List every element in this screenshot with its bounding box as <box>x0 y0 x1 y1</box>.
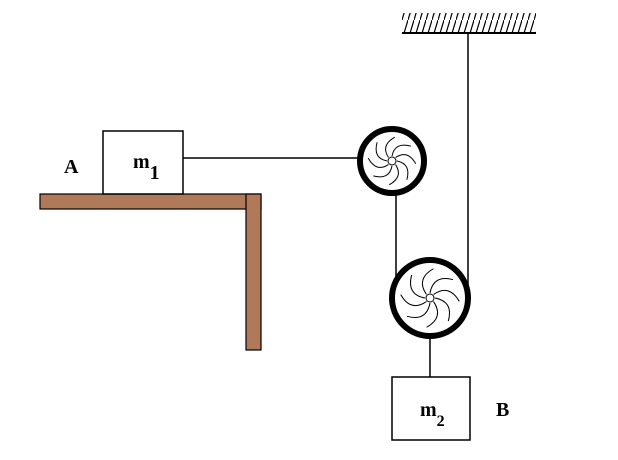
pulley-vane <box>367 158 389 168</box>
block-m1: m1 <box>102 130 184 195</box>
pulley-vane <box>391 144 411 157</box>
mass-2-subscript: 2 <box>437 413 445 430</box>
pulley-vane <box>373 165 393 178</box>
pulley-vane <box>426 301 439 328</box>
pulley-vane <box>385 136 395 158</box>
pulley-vane <box>433 289 460 302</box>
label-a: A <box>64 156 79 178</box>
svg-text:m2: m2 <box>420 399 445 430</box>
table-leg <box>245 193 262 351</box>
pulley-vane <box>406 302 431 319</box>
ceiling-support <box>402 13 536 34</box>
fixed-pulley-icon <box>357 126 427 196</box>
block-m2: m2 <box>391 376 471 441</box>
mass-1-symbol: m <box>133 151 150 173</box>
mass-2-symbol: m <box>420 399 437 421</box>
table-top <box>39 193 262 210</box>
pulley-vane <box>375 142 388 162</box>
pulley-vane <box>434 297 451 322</box>
pulley-vane <box>389 164 399 186</box>
pulley-vane <box>421 268 434 295</box>
pulley-vane <box>396 160 409 180</box>
svg-text:m1: m1 <box>133 151 160 184</box>
pulley-vane <box>429 277 454 294</box>
pulley-vane <box>400 294 427 307</box>
movable-pulley-icon <box>389 257 471 339</box>
label-b: B <box>496 399 509 421</box>
pulley-vane <box>395 154 417 164</box>
table <box>39 193 262 351</box>
pulley-vane <box>409 274 426 299</box>
mass-1-subscript: 1 <box>150 162 160 184</box>
